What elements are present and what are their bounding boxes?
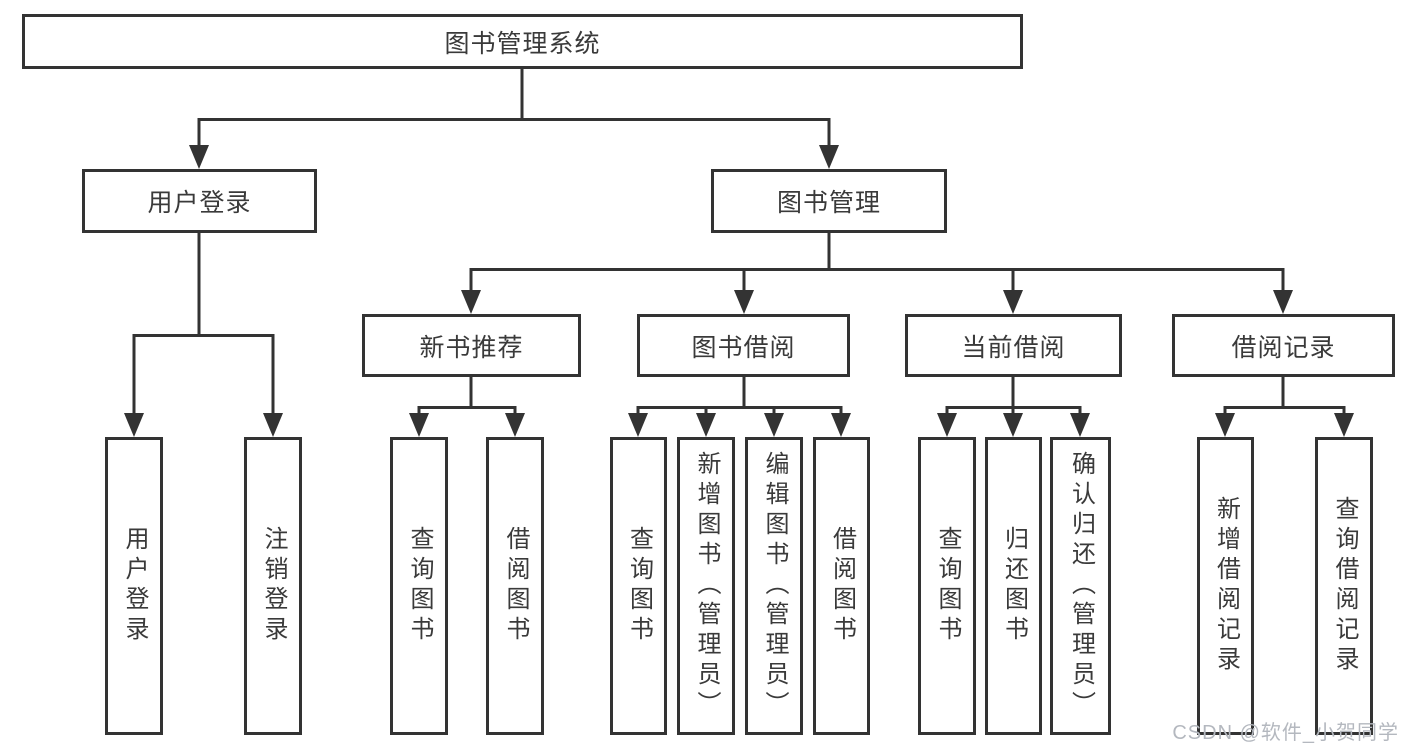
edges-book-borrowing-children (628, 377, 851, 437)
watermark: CSDN @软件_小贺同学 (1172, 722, 1399, 744)
arrowhead (1003, 290, 1023, 314)
node-label: 借阅图书 (502, 526, 529, 646)
arrowhead (461, 290, 481, 314)
node-add-borrow-record: 新增借阅记录 (1197, 437, 1254, 735)
node-borrow-books-1: 借阅图书 (486, 437, 544, 735)
node-book-borrowing: 图书借阅 (637, 314, 850, 377)
arrowhead (1003, 413, 1023, 437)
node-label: 借阅记录 (1231, 333, 1336, 362)
arrowhead (819, 145, 839, 169)
node-label: 查询图书 (406, 526, 433, 646)
arrowhead (734, 290, 754, 314)
node-label: 查询图书 (625, 526, 653, 646)
arrowhead (124, 413, 144, 437)
edges-user-login-children (124, 233, 283, 437)
node-current-borrowing: 当前借阅 (905, 314, 1122, 377)
edges-root-to-level2 (189, 69, 839, 169)
arrowhead (409, 413, 429, 437)
node-add-books-admin: 新增图书（管理员） (677, 437, 735, 735)
node-confirm-return-admin: 确认归还（管理员） (1050, 437, 1111, 735)
node-return-books: 归还图书 (985, 437, 1042, 735)
arrowhead (1273, 290, 1293, 314)
node-user-login-leaf: 用户登录 (105, 437, 163, 735)
edges-current-borrowing-children (937, 377, 1090, 437)
node-borrow-books-2: 借阅图书 (813, 437, 870, 735)
node-label: 新增借阅记录 (1212, 496, 1240, 676)
node-label: 确认归还（管理员） (1067, 451, 1095, 721)
arrowhead (628, 413, 648, 437)
edges-new-book-recommendation-children (409, 377, 525, 437)
arrowhead (937, 413, 957, 437)
node-label: 新书推荐 (419, 333, 524, 362)
arrowhead (263, 413, 283, 437)
node-label: 图书管理系统 (444, 29, 601, 58)
edges-borrowing-records-children (1215, 377, 1354, 437)
node-label: 查询图书 (934, 526, 961, 646)
node-book-management: 图书管理 (711, 169, 947, 233)
node-label: 归还图书 (1000, 526, 1028, 646)
node-new-book-recommendation: 新书推荐 (362, 314, 581, 377)
node-label: 图书管理 (776, 189, 881, 217)
node-label: 当前借阅 (961, 333, 1066, 362)
arrowhead (1334, 413, 1354, 437)
arrowhead (831, 413, 851, 437)
arrowhead (505, 413, 525, 437)
arrowhead (1215, 413, 1235, 437)
arrowhead (1070, 413, 1090, 437)
node-user-login: 用户登录 (82, 169, 317, 233)
node-query-borrow-record: 查询借阅记录 (1315, 437, 1373, 735)
node-label: 查询借阅记录 (1331, 496, 1358, 676)
node-label: 注销登录 (260, 526, 287, 646)
node-query-books-1: 查询图书 (390, 437, 448, 735)
node-label: 用户登录 (147, 189, 252, 217)
arrowhead (696, 413, 716, 437)
node-label: 用户登录 (121, 526, 148, 646)
arrowhead (189, 145, 209, 169)
node-label: 图书借阅 (691, 333, 796, 362)
node-edit-books-admin: 编辑图书（管理员） (745, 437, 803, 735)
node-query-books-2: 查询图书 (610, 437, 667, 735)
node-query-books-3: 查询图书 (918, 437, 976, 735)
node-label: 新增图书（管理员） (693, 451, 720, 721)
node-label: 编辑图书（管理员） (761, 451, 788, 721)
arrowhead (764, 413, 784, 437)
edges-book-management-to-level3 (461, 233, 1293, 314)
node-borrowing-records: 借阅记录 (1172, 314, 1395, 377)
node-logout: 注销登录 (244, 437, 302, 735)
node-library-management-system: 图书管理系统 (22, 14, 1023, 69)
node-label: 借阅图书 (828, 526, 856, 646)
